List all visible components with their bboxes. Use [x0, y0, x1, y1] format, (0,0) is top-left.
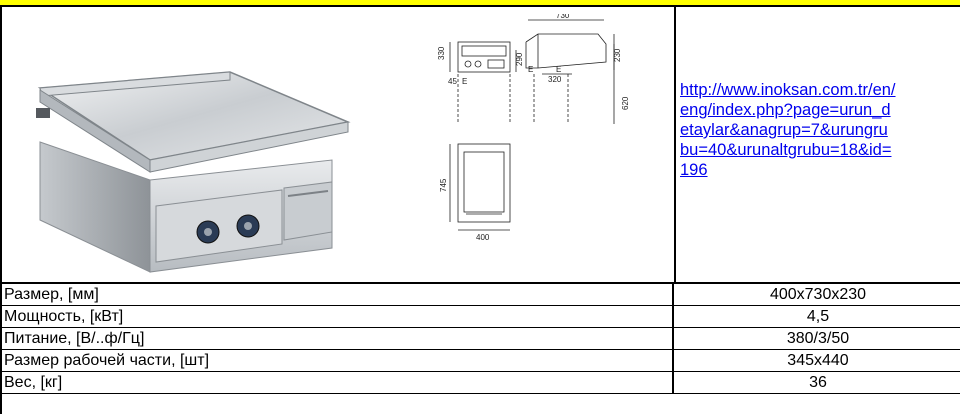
dim-side-inner: 320 [548, 75, 562, 84]
product-link-cell: http://www.inoksan.com.tr/en/ eng/index.… [676, 6, 960, 282]
dim-side-mark-left: E [528, 65, 533, 74]
dim-front-mark: E [462, 77, 467, 86]
table-row: Размер рабочей части, [шт] 345x440 [2, 350, 960, 372]
table-row: Вес, [кг] 36 [2, 372, 960, 394]
technical-drawing: 330 290 45 E 730 230 320 E E 620 745 400 [438, 14, 630, 242]
table-row: Питание, [В/..ф/Гц] 380/3/50 [2, 328, 960, 350]
product-link-line: http://www.inoksan.com.tr/en/ [680, 81, 896, 99]
dim-front-left: 45 [448, 77, 457, 86]
product-link-line: bu=40&urunaltgrubu=18&id= [680, 141, 892, 159]
spec-value: 36 [809, 374, 827, 391]
spec-value: 380/3/50 [786, 330, 850, 347]
dim-side-mark-mid: E [556, 65, 561, 74]
header-band [0, 0, 960, 7]
dim-side-total: 620 [621, 96, 630, 110]
spec-label: Мощность, [кВт] [4, 306, 674, 327]
product-link-line: eng/index.php?page=urun_d [680, 101, 891, 119]
product-row: 330 290 45 E 730 230 320 E E 620 745 400 [2, 6, 960, 284]
spec-value: 400x730x230 [769, 286, 867, 303]
dim-front-inner: 290 [515, 52, 524, 66]
spec-label: Вес, [кг] [4, 372, 674, 393]
product-link-line: etaylar&anagrup=7&urungru [680, 121, 888, 139]
dim-plan-width: 400 [476, 233, 490, 242]
table-row: Мощность, [кВт] 4,5 [2, 306, 960, 328]
dim-side-right: 230 [613, 48, 622, 62]
spec-value: 345x440 [787, 352, 849, 369]
spec-table: 330 290 45 E 730 230 320 E E 620 745 400 [0, 6, 960, 414]
dim-front-height: 330 [438, 46, 446, 60]
spec-label: Питание, [В/..ф/Гц] [4, 328, 674, 349]
product-image-cell: 330 290 45 E 730 230 320 E E 620 745 400 [2, 6, 676, 282]
dim-plan-depth: 745 [439, 178, 448, 192]
spec-label: Размер рабочей части, [шт] [4, 350, 674, 371]
spec-label: Размер, [мм] [4, 284, 674, 305]
spec-value: 4,5 [806, 308, 830, 325]
griddle-photo [36, 71, 351, 273]
product-link[interactable]: http://www.inoksan.com.tr/en/ eng/index.… [680, 80, 960, 180]
product-link-line: 196 [680, 161, 708, 179]
dim-side-width: 730 [556, 14, 570, 20]
table-row: Размер, [мм] 400x730x230 [2, 284, 960, 306]
